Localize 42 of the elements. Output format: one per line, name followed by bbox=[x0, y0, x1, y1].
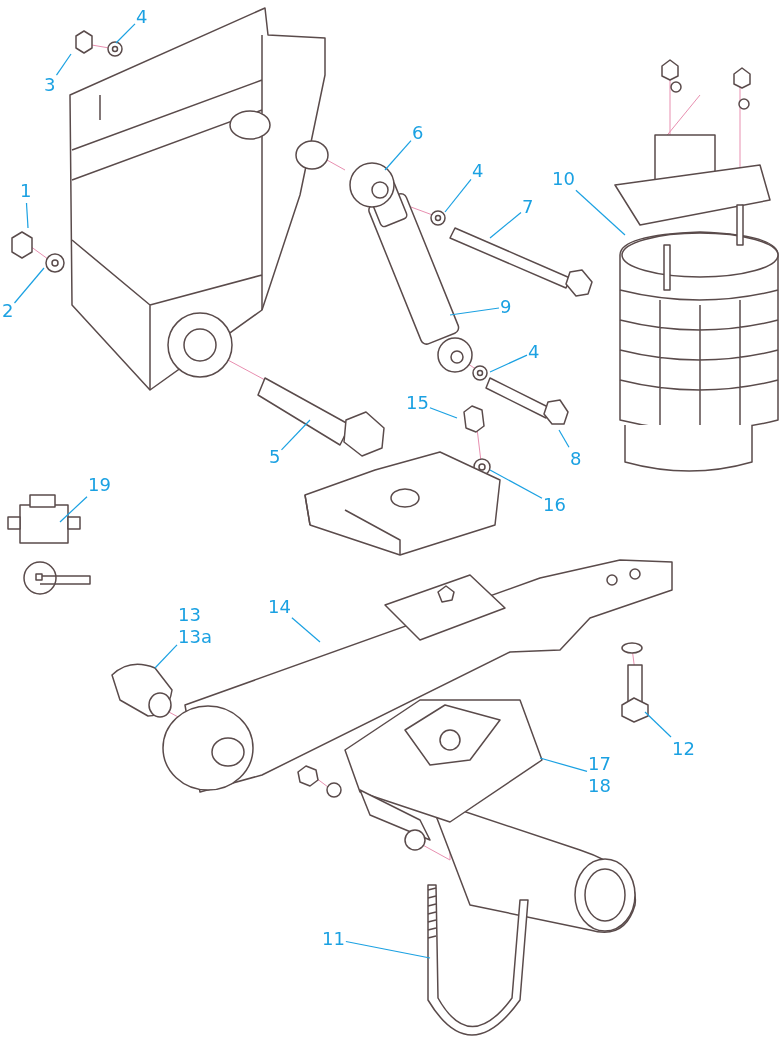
leader-line bbox=[55, 53, 72, 76]
leader-line bbox=[489, 469, 543, 499]
leader-line bbox=[449, 307, 500, 316]
callout-number: 11 bbox=[322, 928, 345, 950]
callout-number: 18 bbox=[588, 775, 611, 797]
callout-number: 1 bbox=[20, 180, 32, 202]
leader-line bbox=[115, 23, 136, 44]
callout-number: 5 bbox=[269, 446, 281, 468]
callout-number: 13a bbox=[178, 626, 212, 648]
leader-line bbox=[444, 178, 472, 213]
callout-number: 10 bbox=[552, 168, 575, 190]
leader-line bbox=[291, 617, 321, 643]
callout-number: 2 bbox=[2, 300, 14, 322]
leader-line bbox=[575, 189, 626, 236]
leader-line bbox=[384, 140, 412, 171]
callout-number: 17 bbox=[588, 753, 611, 775]
callout-number: 12 bbox=[672, 738, 695, 760]
callout-number: 19 bbox=[88, 474, 111, 496]
callout-number: 4 bbox=[472, 160, 484, 182]
leader-line bbox=[345, 940, 431, 959]
leader-line bbox=[489, 211, 522, 239]
leader-line bbox=[644, 711, 672, 738]
callout-number: 15 bbox=[406, 392, 429, 414]
leader-line bbox=[489, 354, 528, 373]
leader-line bbox=[280, 419, 311, 451]
leader-line bbox=[154, 644, 178, 669]
callout-number: 9 bbox=[500, 296, 512, 318]
callout-number: 3 bbox=[44, 74, 56, 96]
callout-number: 16 bbox=[543, 494, 566, 516]
callout-number: 6 bbox=[412, 122, 424, 144]
leader-line bbox=[429, 407, 458, 419]
leader-line bbox=[25, 202, 29, 229]
callout-number: 14 bbox=[268, 596, 291, 618]
leader-line bbox=[558, 429, 570, 448]
callout-number: 8 bbox=[570, 448, 582, 470]
leader-line bbox=[59, 496, 88, 523]
callout-number: 13 bbox=[178, 604, 202, 626]
callout-number: 4 bbox=[136, 6, 148, 28]
leader-line bbox=[539, 757, 588, 772]
leader-line bbox=[13, 267, 45, 304]
callout-number: 7 bbox=[522, 196, 534, 218]
callout-number: 4 bbox=[528, 341, 540, 363]
